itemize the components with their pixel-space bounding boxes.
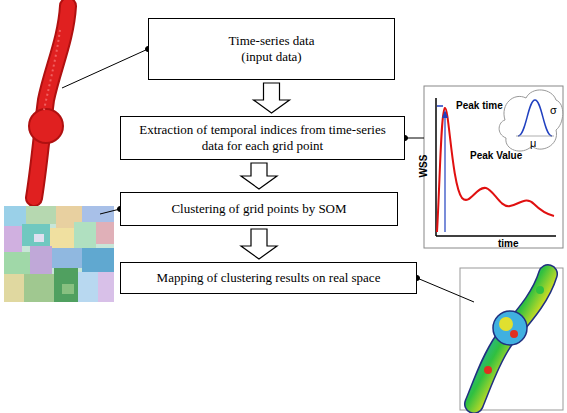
- process-box: Mapping of clustering results on real sp…: [120, 262, 417, 294]
- block-arrow: [254, 83, 290, 113]
- wss-chart: [424, 86, 563, 248]
- box-text: Mapping of clustering results on real sp…: [157, 270, 381, 286]
- chart-label: Peak Value: [470, 150, 522, 162]
- vessel-red: [29, 6, 68, 198]
- box-text: Clustering of grid points by SOM: [171, 201, 346, 217]
- leader-lines: [62, 47, 474, 303]
- chart-label: time: [498, 238, 519, 250]
- chart-label: WSS: [418, 155, 430, 178]
- box-text: Extraction of temporal indices from time…: [132, 122, 394, 154]
- vessel-colored: [460, 268, 563, 410]
- som-map: [4, 206, 114, 302]
- chart-label: Peak time: [456, 100, 503, 112]
- chart-label: μ: [530, 137, 536, 149]
- process-box: Extraction of temporal indices from time…: [120, 116, 405, 160]
- process-box: Time-series data (input data): [148, 18, 395, 80]
- chart-label: σ: [550, 104, 557, 116]
- block-arrow: [241, 163, 277, 189]
- process-box: Clustering of grid points by SOM: [120, 192, 398, 226]
- box-text: Time-series data (input data): [216, 33, 328, 65]
- block-arrow: [241, 229, 277, 259]
